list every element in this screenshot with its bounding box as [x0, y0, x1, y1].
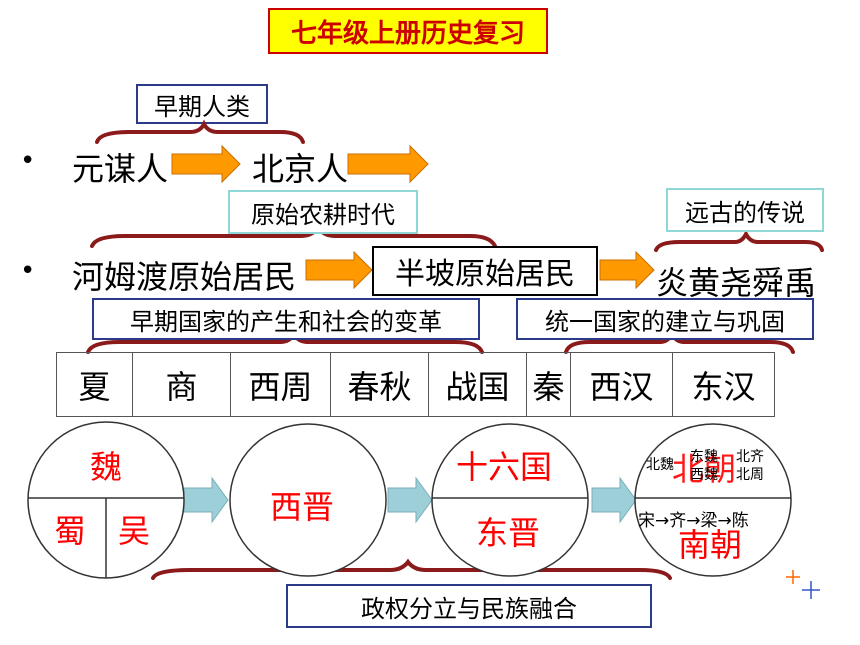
text-eastern-jin: 东晋: [476, 514, 541, 552]
text-northern-wei: 北魏: [646, 457, 674, 473]
label-ancient-legends: 远古的传说: [666, 188, 824, 232]
text-southern-dynasties: 南朝: [678, 526, 743, 564]
brace-division: [151, 558, 672, 580]
text-western-wei: 西魏: [690, 467, 718, 483]
text-northern-dynasties: 北朝: [672, 450, 737, 488]
text-wu: 吴: [118, 512, 151, 550]
text-southern-sequence: 宋→齐→梁→陈: [638, 511, 749, 531]
arrow-right-icon: [171, 144, 241, 184]
text-peking-man: 北京人: [252, 150, 349, 188]
circle-western-jin: [229, 423, 387, 577]
text-legendary-rulers: 炎黄尧舜禹: [656, 264, 817, 302]
label-unification: 统一国家的建立与巩固: [516, 298, 814, 340]
circle-sixteen-kingdoms: [431, 423, 589, 577]
text-western-jin: 西晋: [270, 488, 335, 526]
table-row: 夏 商 西周 春秋 战国 秦 西汉 东汉: [56, 352, 775, 417]
label-early-states: 早期国家的产生和社会的变革: [92, 298, 480, 340]
arrow-right-icon: [347, 144, 429, 184]
text-yuanmou-man: 元谋人: [72, 150, 169, 188]
sparkle-icon: [786, 570, 800, 584]
label-division: 政权分立与民族融合: [286, 584, 652, 628]
text-sixteen-kingdoms: 十六国: [456, 448, 553, 486]
text-wei: 魏: [90, 448, 123, 486]
arrow-right-icon: [387, 476, 433, 524]
dynasty-cell: 商: [132, 352, 231, 417]
bullet: •: [20, 256, 36, 286]
brace-legends: [654, 229, 824, 252]
arrow-right-icon: [183, 476, 229, 524]
page-title: 七年级上册历史复习: [268, 8, 548, 54]
dynasty-cell: 夏: [56, 352, 133, 417]
dynasty-cell: 东汉: [672, 352, 775, 417]
bullet: •: [20, 146, 36, 176]
label-primitive-farming: 原始农耕时代: [228, 190, 418, 234]
dynasty-cell: 西汉: [570, 352, 673, 417]
circle-north-south: [634, 423, 792, 577]
dynasty-cell: 战国: [428, 352, 527, 417]
dynasty-table: 夏 商 西周 春秋 战国 秦 西汉 东汉: [56, 352, 775, 417]
text-northern-zhou: 北周: [736, 467, 764, 483]
dynasty-cell: 西周: [230, 352, 331, 417]
text-banpo: 半坡原始居民: [372, 246, 598, 296]
text-hemudu: 河姆渡原始居民: [72, 258, 297, 296]
arrow-right-icon: [599, 250, 655, 290]
dynasty-cell: 秦: [526, 352, 571, 417]
sparkle-icon: [802, 581, 820, 599]
text-shu: 蜀: [54, 512, 87, 550]
arrow-right-icon: [591, 476, 637, 524]
text-eastern-wei: 东魏: [690, 449, 718, 465]
brace-early-humans: [95, 119, 305, 144]
label-early-humans: 早期人类: [136, 84, 268, 124]
arrow-right-icon: [305, 250, 373, 290]
dynasty-cell: 春秋: [330, 352, 429, 417]
text-northern-qi: 北齐: [736, 449, 764, 465]
